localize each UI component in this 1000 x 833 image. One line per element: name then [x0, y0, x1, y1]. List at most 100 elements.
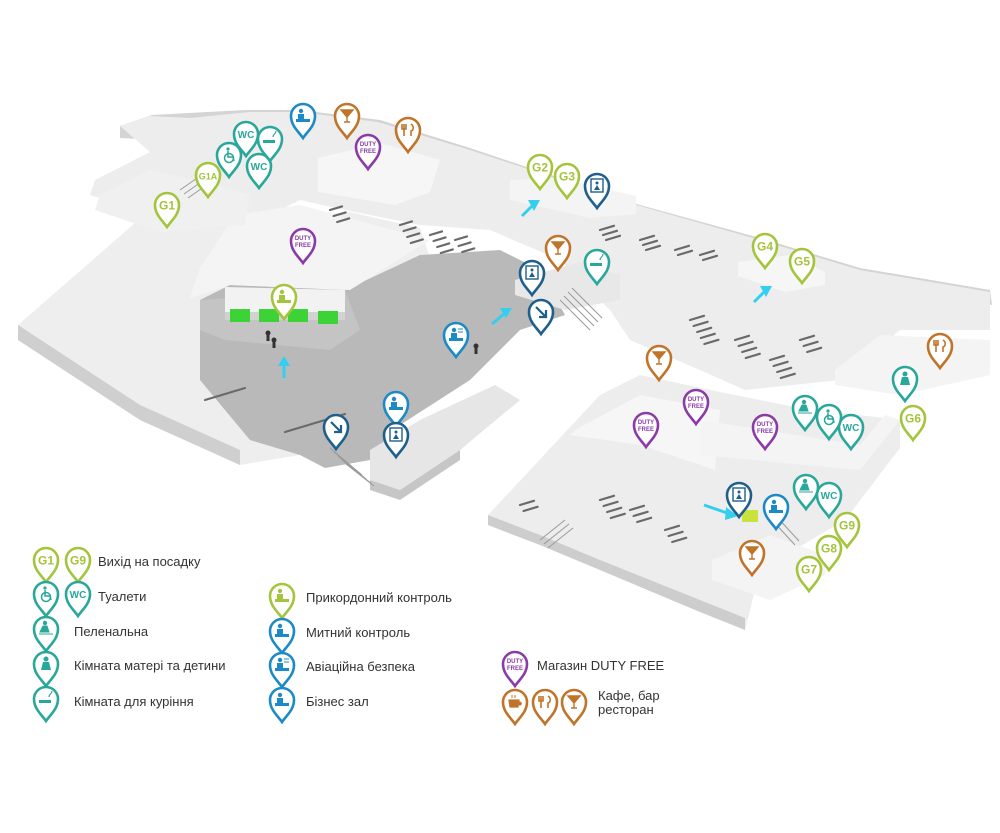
customs-33-marker[interactable] [382, 390, 410, 429]
svg-text:FREE: FREE [688, 404, 704, 410]
legend-cafe-marker[interactable] [501, 688, 529, 727]
customs-icon [275, 623, 289, 637]
legend-gate-g9-marker[interactable]: G9 [64, 546, 92, 585]
seat-row [436, 242, 451, 249]
smoking-icon [590, 253, 604, 266]
legend-gates-label: Вихід на посадку [98, 554, 201, 569]
baby-changing-29-marker[interactable] [792, 473, 820, 512]
exit-arrow-icon [535, 306, 548, 319]
wc-22-marker[interactable]: WC [245, 152, 273, 191]
baby-changing-28-marker[interactable] [791, 394, 819, 433]
security-icon [449, 327, 463, 341]
legend-restaurant-marker[interactable] [531, 688, 559, 727]
disabled-26-marker[interactable] [815, 403, 843, 442]
baby-changing-icon [799, 478, 813, 493]
wc-icon: WC [821, 491, 838, 502]
smoking-31-marker[interactable] [583, 248, 611, 287]
disabled-25-marker[interactable] [215, 141, 243, 180]
svg-text:DUTY: DUTY [295, 236, 311, 242]
wc-24-marker[interactable]: WC [815, 481, 843, 520]
legend-business-lounge-marker[interactable] [268, 686, 296, 725]
restaurant-19-marker[interactable] [394, 116, 422, 155]
legend-mother-child-marker[interactable] [32, 650, 60, 689]
lift-38-marker[interactable] [583, 172, 611, 211]
seat-row [806, 346, 823, 354]
gate-icon: G2 [532, 161, 548, 175]
bar-icon [566, 695, 582, 709]
bar-18-marker[interactable] [738, 539, 766, 578]
svg-text:DUTY: DUTY [507, 659, 523, 665]
wc-icon: WC [843, 423, 860, 434]
exit-arrow-41-marker[interactable] [527, 298, 555, 337]
gate-g5-marker[interactable]: G5 [788, 247, 816, 286]
seat-row [461, 247, 476, 254]
seat-row [733, 334, 751, 342]
direction-arrows [278, 200, 772, 520]
gate-g1a-marker[interactable]: G1A [194, 161, 222, 200]
terminal-floor-plan [18, 110, 992, 630]
legend-customs-marker[interactable] [268, 617, 296, 656]
business-lounge-36-marker[interactable] [762, 493, 790, 532]
bar-16-marker[interactable] [544, 234, 572, 273]
lift-39-marker[interactable] [382, 421, 410, 460]
svg-text:FREE: FREE [360, 149, 376, 155]
seat-row [522, 505, 539, 513]
svg-text:WC: WC [843, 423, 860, 434]
border-control-32-marker[interactable] [270, 283, 298, 322]
smoking-icon [263, 130, 277, 143]
legend-bar-marker[interactable] [560, 688, 588, 727]
legend-security-marker[interactable] [268, 651, 296, 690]
legend-baby-changing-marker[interactable] [32, 615, 60, 654]
legend-customs-label: Митний контроль [306, 625, 411, 640]
legend-toilets-label: Туалети [98, 589, 147, 604]
svg-text:G9: G9 [839, 519, 855, 533]
legend-border-control-marker[interactable] [268, 582, 296, 621]
gate-g2-marker[interactable]: G2 [526, 153, 554, 192]
gate-g3-marker[interactable]: G3 [553, 162, 581, 201]
svg-text:WC: WC [821, 491, 838, 502]
smoking-30-marker[interactable] [256, 125, 284, 164]
svg-text:DUTY: DUTY [688, 397, 704, 403]
legend-mother-label: Кімната матері та детини [74, 658, 226, 673]
legend-gates: Вихід на посадку [98, 554, 200, 569]
business-lounge-35-marker[interactable] [289, 102, 317, 141]
gate-icon: G5 [794, 255, 810, 269]
legend-wc-marker[interactable]: WC [64, 580, 92, 619]
lift-37-marker[interactable] [518, 259, 546, 298]
exit-arrow-42-marker[interactable] [322, 413, 350, 452]
legend-smoking-marker[interactable] [32, 685, 60, 724]
legend-business-label: Бізнес зал [306, 694, 369, 709]
map-markers[interactable]: G1G1AG2G3G4G5G6G9G8G7DUTYFREEDUTYFREEDUT… [153, 102, 954, 594]
disabled-icon [823, 409, 835, 426]
passengers [265, 330, 479, 354]
seat-row [701, 254, 719, 262]
gate-icon: G1 [38, 554, 54, 568]
bar-17-marker[interactable] [645, 344, 673, 383]
wc-23-marker[interactable]: WC [837, 413, 865, 452]
seat-row [609, 512, 626, 520]
gate-g7-marker[interactable]: G7 [795, 555, 823, 594]
seat-row [779, 372, 796, 380]
mother-child-27-marker[interactable] [891, 365, 919, 404]
security-34-marker[interactable] [442, 321, 470, 360]
gate-g1-marker[interactable]: G1 [153, 191, 181, 230]
legend-disabled-marker[interactable] [32, 580, 60, 619]
svg-text:G2: G2 [532, 161, 548, 175]
gate-g6-marker[interactable]: G6 [899, 404, 927, 443]
disabled-icon [223, 147, 235, 164]
bar-15-marker[interactable] [333, 102, 361, 141]
gate-g4-marker[interactable]: G4 [751, 232, 779, 271]
restaurant-20-marker[interactable] [926, 332, 954, 371]
gate-g9-marker[interactable]: G9 [833, 511, 861, 550]
legend-gate-g1-marker[interactable]: G1 [32, 546, 60, 585]
lift-40-marker[interactable] [725, 481, 753, 520]
gate-g8-marker[interactable]: G8 [815, 534, 843, 573]
